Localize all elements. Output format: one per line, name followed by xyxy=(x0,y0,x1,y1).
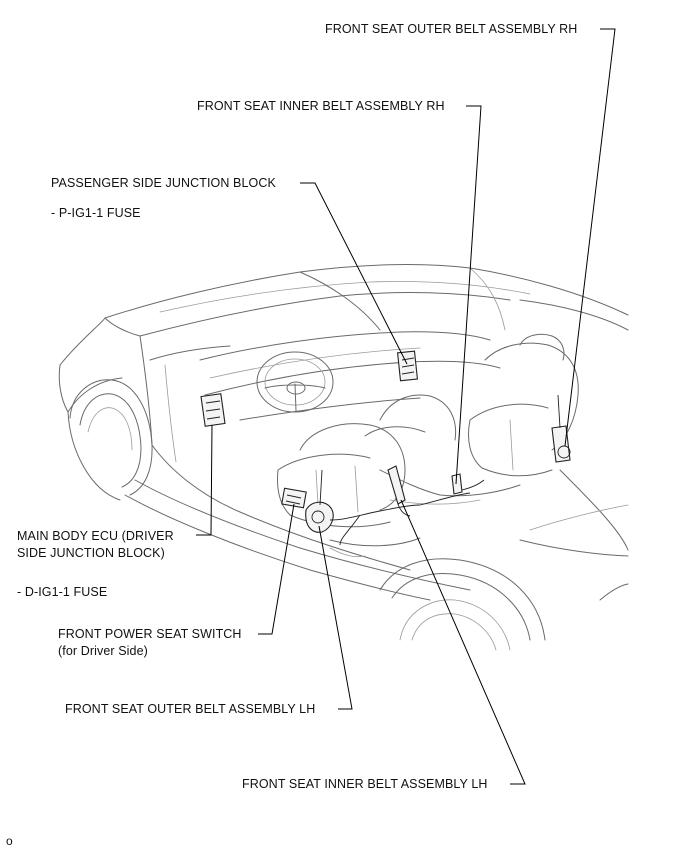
leader-inner-lh xyxy=(400,499,526,785)
leader-inner-rh xyxy=(455,105,482,485)
label-inner-belt-lh: FRONT SEAT INNER BELT ASSEMBLY LH xyxy=(242,777,488,791)
figure-code: o xyxy=(6,834,13,848)
label-p-ig1-1-fuse: - P-IG1-1 FUSE xyxy=(51,206,141,220)
components xyxy=(200,350,571,546)
passenger-junction-block-part xyxy=(396,350,419,382)
outer-belt-lh-part xyxy=(305,469,334,533)
leader-outer-lh xyxy=(318,525,353,710)
label-main-body-ecu-line1: MAIN BODY ECU (DRIVER xyxy=(17,529,174,543)
vehicle-body-outline xyxy=(58,264,629,651)
label-outer-belt-rh: FRONT SEAT OUTER BELT ASSEMBLY RH xyxy=(325,22,578,36)
label-passenger-junction-block: PASSENGER SIDE JUNCTION BLOCK xyxy=(51,176,276,190)
leader-power-switch xyxy=(258,503,295,635)
inner-belt-rh-part xyxy=(451,473,485,495)
outer-belt-rh-part xyxy=(551,394,571,463)
label-d-ig1-1-fuse: - D-IG1-1 FUSE xyxy=(17,585,108,599)
main-body-ecu-part xyxy=(200,393,226,427)
label-power-seat-switch-line1: FRONT POWER SEAT SWITCH xyxy=(58,627,242,641)
power-seat-switch-part xyxy=(281,487,307,509)
leader-lines xyxy=(196,28,616,785)
leader-outer-rh xyxy=(564,28,616,447)
label-main-body-ecu-line2: SIDE JUNCTION BLOCK) xyxy=(17,546,165,560)
leader-main-ecu xyxy=(196,424,213,536)
wiring-harness xyxy=(329,492,471,546)
leader-passenger-jb xyxy=(300,182,408,365)
label-power-seat-switch-line2: (for Driver Side) xyxy=(58,644,148,658)
inner-belt-lh-part xyxy=(387,465,411,517)
label-inner-belt-rh: FRONT SEAT INNER BELT ASSEMBLY RH xyxy=(197,99,445,113)
label-outer-belt-lh: FRONT SEAT OUTER BELT ASSEMBLY LH xyxy=(65,702,316,716)
